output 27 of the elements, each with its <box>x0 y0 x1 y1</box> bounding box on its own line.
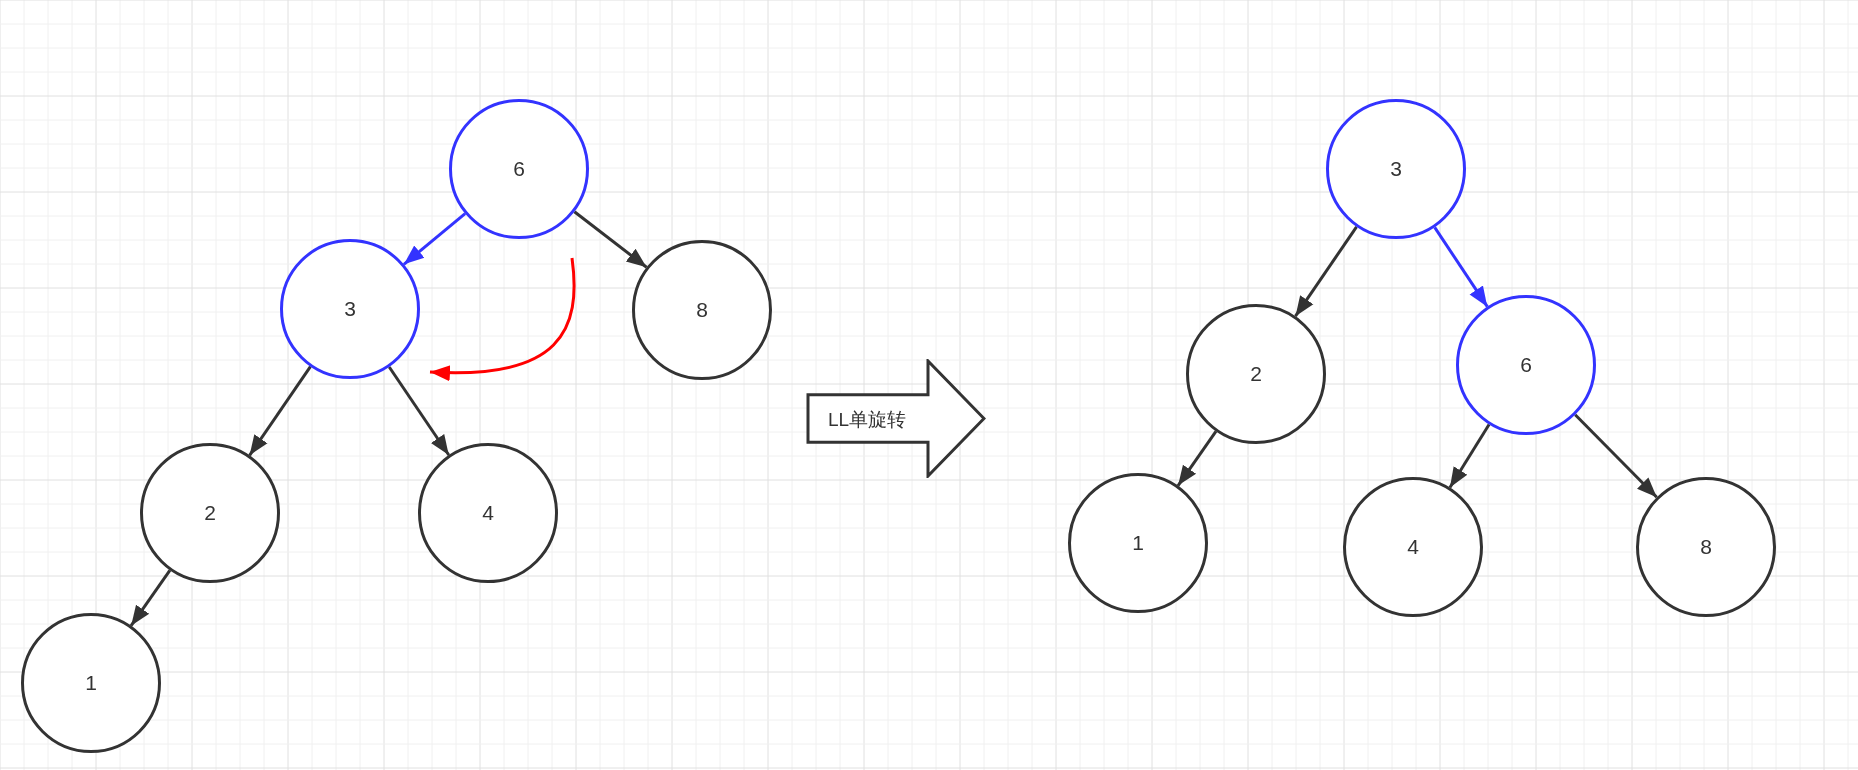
node-value: 6 <box>1520 353 1532 377</box>
arrow <box>248 365 312 457</box>
node-value: 2 <box>1250 362 1262 386</box>
arrow <box>573 210 648 269</box>
node-value: 4 <box>482 501 494 525</box>
node-value: 4 <box>1407 535 1419 559</box>
node-value: 3 <box>344 297 356 321</box>
arrow <box>1433 226 1489 308</box>
node-value: 6 <box>513 157 525 181</box>
node-value: 2 <box>204 501 216 525</box>
arrow <box>1176 430 1218 487</box>
rotation-label: LL单旋转 <box>828 407 907 432</box>
node-value: 8 <box>1700 535 1712 559</box>
arrow <box>402 212 467 266</box>
tree-node-circle <box>632 240 772 380</box>
arrow <box>1574 413 1658 499</box>
node-value: 8 <box>696 298 708 322</box>
arrow <box>387 366 451 456</box>
arrow <box>1294 225 1358 318</box>
node-value: 1 <box>85 671 97 695</box>
tree-node-circle <box>1326 99 1466 239</box>
tree-node-circle <box>1636 477 1776 617</box>
node-value: 3 <box>1390 157 1402 181</box>
arrow <box>129 569 172 627</box>
block-arrow-shape <box>806 359 986 478</box>
arrow <box>1448 423 1491 489</box>
node-value: 1 <box>1132 531 1144 555</box>
